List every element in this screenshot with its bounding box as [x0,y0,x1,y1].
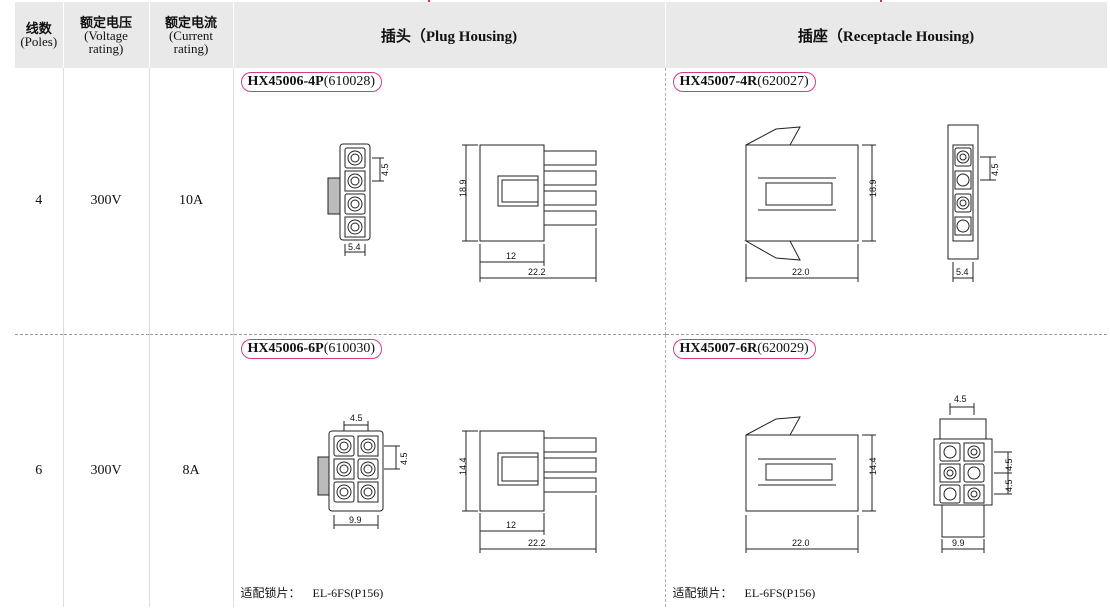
plug-drawing-cell: HX45006-6P(610030) [233,334,666,607]
dim-label: 9.9 [349,515,362,525]
dim-label: 18.9 [458,179,468,197]
receptacle-drawing-cell: HX45007-6R(620029) [665,335,1107,608]
dim-label: 5.4 [348,242,361,252]
dim-label: 18.9 [868,179,878,197]
receptacle-4r-drawing: 18.9 22.0 4.5 5.4 [743,124,1000,282]
header-poles: 线数(Poles) [15,2,64,68]
dim-label: 5.4 [956,267,969,277]
dim-label: 4.5 [350,413,363,423]
plug-6p-drawing: 4.5 4.5 9.9 14.4 12 22.2 [317,413,596,553]
dim-label: 4.5 [1004,479,1014,492]
dim-label: 4.5 [1004,458,1014,471]
fitting-lock-note: 适配锁片：EL-6FS(P156) [672,586,816,600]
receptacle-drawing-cell: HX45007-4R(620027) [665,68,1107,335]
plug-4p-drawing: 4.5 5.4 18.9 12 22.2 [327,143,596,282]
fitting-lock-note: 适配锁片：EL-6FS(P156) [240,586,384,600]
dim-label: 4.5 [990,163,1000,176]
part-number-badge: HX45007-6R(620029) [672,339,816,359]
part-number-badge: HX45006-4P(610028) [240,72,383,92]
poles-value: 4 [15,68,64,335]
current-value: 10A [149,68,234,335]
part-number-badge: HX45007-4R(620027) [672,72,816,92]
header-receptacle: 插座（Receptacle Housing) [665,2,1108,68]
dim-label: 4.5 [399,452,409,465]
table-row: 6 300V 8A HX45006-6P(610030) [15,334,1107,608]
dim-label: 12 [506,251,516,261]
dim-label: 22.2 [528,538,546,548]
dim-label: 4.5 [954,394,967,404]
dim-label: 22.0 [792,267,810,277]
dim-label: 22.0 [792,538,810,548]
dim-label: 12 [506,520,516,530]
dim-label: 14.4 [868,457,878,475]
current-value: 8A [149,334,234,607]
part-number-badge: HX45006-6P(610030) [240,339,383,359]
receptacle-6r-drawing: 14.4 22.0 4.5 4.5 4.5 9.9 [745,394,1014,553]
voltage-value: 300V [63,334,150,607]
dim-label: 14.4 [458,457,468,475]
voltage-value: 300V [63,68,150,335]
dim-label: 4.5 [380,163,390,176]
poles-value: 6 [15,334,64,607]
plug-drawing-cell: HX45006-4P(610028) [233,68,666,335]
table-row: 4 300V 10A HX45006-4P(610028) [15,68,1107,335]
dim-label: 9.9 [952,538,965,548]
dim-label: 22.2 [528,267,546,277]
header-plug: 插头（Plug Housing) [233,2,666,68]
